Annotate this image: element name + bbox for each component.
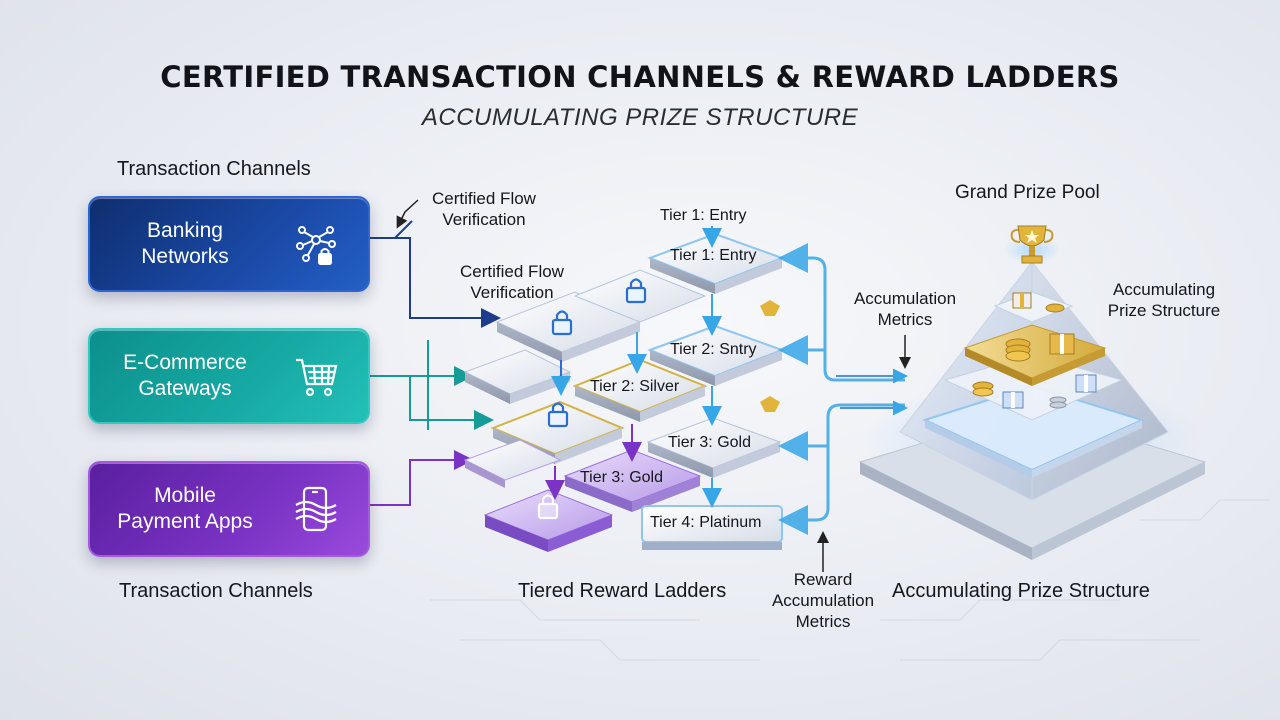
prize-pyramid	[858, 225, 1207, 560]
pyramid-connectors	[778, 243, 905, 535]
tile-silver	[572, 358, 708, 422]
trophy-icon	[1004, 225, 1060, 264]
grand-prize-label: Grand Prize Pool	[955, 182, 1100, 203]
circuit-decoration	[430, 499, 1270, 661]
tile-gold-left	[563, 449, 702, 512]
star-badge-icon	[760, 300, 780, 412]
ladder-flow-arrows	[545, 226, 722, 508]
prize-heading: Accumulating Prize Structure	[892, 580, 1150, 602]
coins-icon	[972, 303, 1067, 409]
tile-left-low	[463, 439, 562, 488]
label-pointers	[396, 199, 911, 572]
channel-banking-networks[interactable]: Banking Networks	[88, 196, 370, 292]
channel-label: Gateways	[138, 377, 232, 400]
channels-heading-top: Transaction Channels	[117, 158, 311, 180]
tier-label: Tier 2: Sntry	[670, 341, 757, 358]
channel-label: Banking	[147, 219, 223, 242]
channel-label: Mobile	[154, 484, 216, 507]
page-title: CERTIFIED TRANSACTION CHANNELS & REWARD …	[160, 60, 1120, 94]
shopping-cart-icon	[296, 358, 338, 397]
tile-entry	[647, 232, 785, 294]
channel-label: Networks	[141, 245, 229, 268]
lock-icon	[625, 278, 647, 304]
mobile-payment-icon	[295, 486, 337, 532]
ladder-heading: Tiered Reward Ladders	[518, 580, 727, 602]
reward-accumulation-metrics-label: Reward Accumulation Metrics	[771, 570, 875, 631]
page-subtitle: ACCUMULATING PRIZE STRUCTURE	[421, 104, 859, 131]
channel-ecommerce-gateways[interactable]: E-Commerce Gateways	[88, 328, 370, 424]
channel-label: E-Commerce	[123, 351, 247, 374]
gift-icon	[1002, 292, 1097, 409]
tile-platinum-lock	[483, 489, 614, 552]
verification-label-top: Certified Flow Verification	[432, 189, 536, 229]
tier-label: Tier 4: Platinum	[650, 514, 761, 531]
tier-label: Tier 1: Entry	[670, 247, 757, 264]
accumulating-prize-label: Accumulating Prize Structure	[1107, 280, 1221, 320]
verification-label-mid: Certified Flow Verification	[460, 262, 564, 302]
channel-label: Payment Apps	[117, 510, 253, 533]
network-lock-icon	[296, 226, 336, 265]
accumulation-metrics-label: Accumulation Metrics	[853, 289, 957, 329]
tile-sntry	[647, 324, 785, 386]
tier-label: Tier 1: Entry	[660, 207, 747, 224]
lock-icon	[547, 402, 569, 428]
tier-label: Tier 3: Gold	[580, 469, 663, 486]
channel-mobile-payment-apps[interactable]: Mobile Payment Apps	[88, 461, 370, 557]
tile-gold-right	[646, 417, 782, 478]
channels-heading-bottom: Transaction Channels	[119, 580, 313, 602]
tier-label: Tier 2: Silver	[590, 378, 680, 395]
lock-icon	[551, 310, 573, 336]
tier-label: Tier 3: Gold	[668, 434, 751, 451]
